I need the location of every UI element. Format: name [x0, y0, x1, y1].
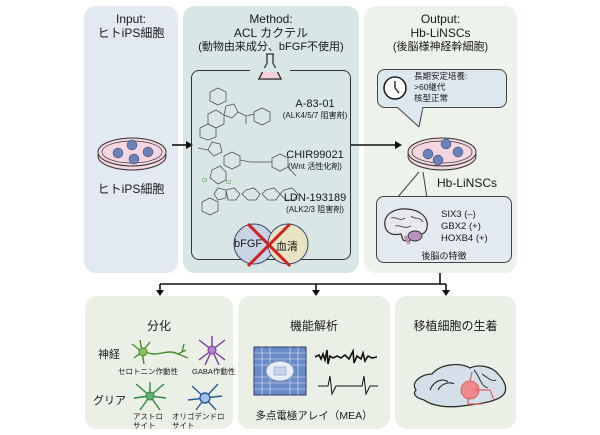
spike-trace-icon [314, 348, 378, 365]
arrow-input-to-method [172, 141, 193, 149]
oligodendrocyte-label: オリゴデンドロ サイト [172, 412, 225, 430]
graft-title: 移植細胞の生着 [413, 319, 498, 333]
serotonergic-label: セロトニン作動性 [118, 367, 178, 376]
compound-chir99021: CHIR99021 (Wnt 活性化剤) [286, 149, 344, 171]
astrocyte-label: アストロ サイト [133, 412, 163, 430]
method-panel: Method: ACL カクテル (動物由来成分、bFGF不使用) [183, 6, 359, 273]
a8301-structure-icon [199, 87, 271, 141]
branch-arrows [156, 273, 450, 296]
compound-a8301: A-83-01 (ALK4/5/7 阻害剤) [282, 98, 348, 120]
bubble-tail [396, 106, 424, 128]
input-header: Input: ヒトiPS細胞 [97, 12, 165, 40]
action-potential-icon [318, 375, 378, 396]
hb-linsc-label: Hb-LiNSCs [437, 176, 498, 190]
ldn193189-structure-icon [201, 187, 299, 216]
output-header: Output: Hb-LiNSCs (後脳様神経幹細胞) [392, 12, 489, 53]
chir99021-structure-icon: Cl Cl [197, 141, 297, 186]
clock-icon [383, 76, 407, 100]
function-title: 機能解析 [289, 319, 338, 333]
mouse-brain-graft-icon [413, 364, 507, 408]
differentiation-title: 分化 [146, 319, 171, 333]
gaba-neuron-icon [198, 336, 226, 366]
bfgf-label: bFGF [234, 238, 263, 250]
culture-note-text: 長期安定培養: >60継代 核型正常 [414, 71, 468, 103]
differentiation-panel [85, 296, 233, 429]
svg-text:Cl: Cl [226, 180, 231, 186]
marker-bubble-tail [396, 171, 428, 199]
input-panel: Input: ヒトiPS細胞 [84, 6, 178, 273]
oligodendrocyte-icon [187, 383, 223, 411]
marker-caption: 後脳の特徴 [421, 251, 467, 261]
ips-dish-label: ヒトiPS細胞 [97, 182, 165, 196]
ips-dish-icon [97, 137, 167, 171]
brain-icon [384, 208, 428, 245]
excluded-factors-icon [233, 222, 309, 268]
hb-linsc-dish-icon [407, 137, 477, 171]
svg-text:Cl: Cl [202, 178, 207, 184]
gaba-label: GABA作動性 [192, 367, 236, 376]
arrow-method-to-output [351, 141, 402, 149]
marker-list: SIX3 (–) GBX2 (+) HOXB4 (+) [441, 209, 488, 244]
glia-label: グリア [93, 395, 126, 407]
serum-label: 血清 [276, 241, 298, 253]
method-header: Method: ACL カクテル (動物由来成分、bFGF不使用) [198, 12, 344, 53]
astrocyte-icon [133, 382, 167, 411]
compound-ldn193189: LDN-193189 (ALK2/3 阻害剤) [283, 192, 347, 214]
serotonergic-neuron-icon [131, 339, 189, 365]
neuron-label: 神経 [98, 349, 120, 361]
mea-chip-icon [253, 346, 307, 396]
mea-label: 多点電極アレイ（MEA） [255, 410, 373, 422]
